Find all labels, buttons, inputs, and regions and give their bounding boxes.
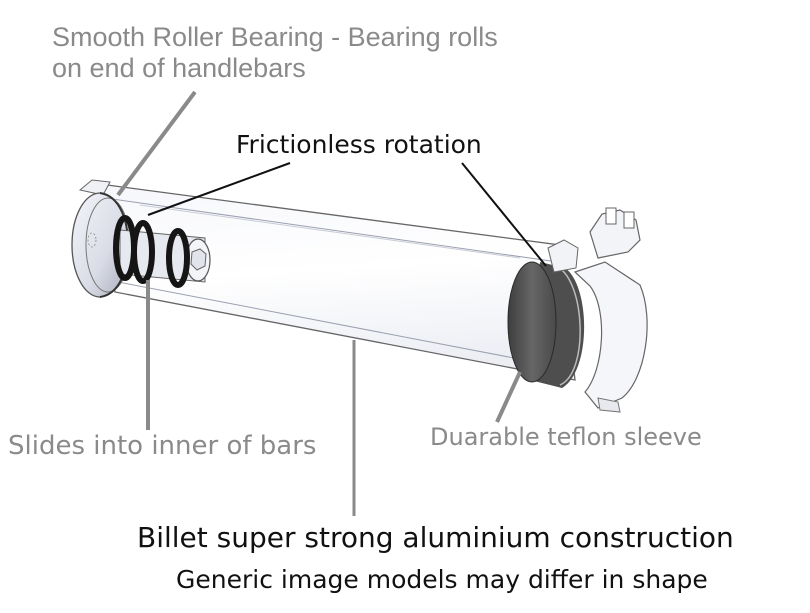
seal-rings xyxy=(113,215,190,288)
leader-frictionless xyxy=(147,162,291,216)
leader-teflon-top xyxy=(461,162,547,267)
label-bearing-line1: Smooth Roller Bearing - Bearing rolls xyxy=(52,22,498,52)
label-slides-into-bars: Slides into inner of bars xyxy=(8,431,317,461)
leader-bearing xyxy=(116,90,197,197)
end-bracket xyxy=(547,207,648,413)
label-frictionless-rotation: Frictionless rotation xyxy=(236,130,482,159)
label-teflon-sleeve: Duarable teflon sleeve xyxy=(430,423,702,451)
label-smooth-roller-bearing: Smooth Roller Bearing - Bearing rolls on… xyxy=(52,22,498,84)
label-bearing-line2: on end of handlebars xyxy=(52,53,306,84)
label-billet-construction: Billet super strong aluminium constructi… xyxy=(137,521,734,554)
teflon-sleeve xyxy=(507,261,585,388)
label-generic-disclaimer: Generic image models may differ in shape xyxy=(176,565,708,594)
leader-sleeve xyxy=(495,371,522,423)
